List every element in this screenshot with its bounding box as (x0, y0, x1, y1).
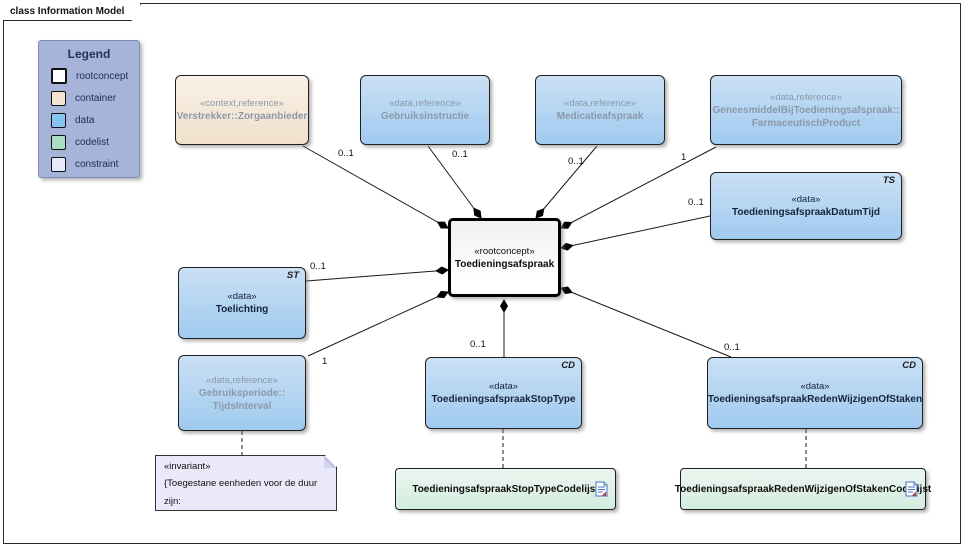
data-swatch (51, 113, 66, 128)
connector-farmaceutischproduct[interactable] (560, 146, 717, 229)
node-toedieningsafspraak-stoptype[interactable]: CD «data» ToedieningsafspraakStopType (425, 357, 582, 429)
node-name: ToedieningsafspraakRedenWijzigenOfStaken (707, 394, 923, 405)
node-name: Gebruiksinstructie (380, 111, 470, 122)
legend-item-rootconcept: rootconcept (51, 68, 139, 84)
multiplicity-farmaceutischproduct: 1 (681, 152, 687, 163)
node-gebruiksinstructie[interactable]: «data,reference» Gebruiksinstructie (360, 75, 490, 145)
connector-toelichting[interactable] (305, 266, 449, 282)
connector-verstrekker[interactable] (302, 145, 449, 229)
legend-item-constraint: constraint (51, 157, 139, 172)
stereotype-label: «data,reference» (770, 91, 842, 103)
rootconcept-swatch (51, 68, 67, 84)
connector-gebruiksperiode[interactable] (307, 290, 449, 357)
legend-item-label: constraint (75, 159, 119, 170)
node-name: ToedieningsafspraakDatumTijd (732, 207, 880, 218)
node-name: Toedieningsafspraak (454, 258, 555, 270)
multiplicity-verstrekker: 0..1 (338, 148, 354, 159)
connector-gebruiksinstructie[interactable] (427, 145, 482, 219)
node-verstrekker-zorgaanbieder[interactable]: «context,reference» Verstrekker::Zorgaan… (175, 75, 309, 145)
stereotype-label: «invariant» (164, 461, 211, 472)
multiplicity-stoptype: 0..1 (470, 339, 486, 350)
connector-redenwijzigen[interactable] (560, 286, 732, 358)
legend-title: Legend (67, 47, 111, 61)
node-medicatieafspraak[interactable]: «data,reference» Medicatieafspraak (535, 75, 665, 145)
multiplicity-toelichting: 0..1 (310, 261, 326, 272)
multiplicity-medicatieafspraak: 0..1 (568, 156, 584, 167)
stereotype-label: «context,reference» (200, 98, 284, 109)
node-toelichting[interactable]: ST «data» Toelichting (178, 267, 306, 339)
node-name: ToedieningsafspraakStopType (431, 394, 576, 405)
datatype-marker: CD (902, 360, 916, 371)
node-name: ToedieningsafspraakStopTypeCodelijst (412, 483, 599, 495)
multiplicity-gebruiksinstructie: 0..1 (452, 149, 468, 160)
diagram-frame-tab: class Information Model (3, 3, 141, 21)
datatype-marker: ST (286, 270, 299, 281)
stereotype-label: «rootconcept» (474, 245, 535, 257)
node-redenwijzigenofstaken-codelijst[interactable]: ToedieningsafspraakRedenWijzigenOfStaken… (675, 468, 931, 510)
codelist-document-icon (595, 481, 608, 497)
stereotype-label: «data,reference» (389, 98, 461, 109)
invariant-note[interactable]: «invariant» {Toegestane eenheden voor de… (155, 455, 337, 511)
multiplicity-datumtijd: 0..1 (688, 197, 704, 208)
legend-item-codelist: codelist (51, 135, 139, 150)
stereotype-label: «data» (800, 381, 830, 392)
stereotype-label: «data,reference» (564, 98, 636, 109)
multiplicity-gebruiksperiode: 1 (322, 356, 328, 367)
node-gebruiksperiode-tijdsinterval[interactable]: «data,reference» Gebruiksperiode:: Tijds… (178, 355, 306, 431)
stereotype-label: «data» (227, 291, 257, 302)
datatype-marker: CD (561, 360, 575, 371)
legend-item-data: data (51, 113, 139, 128)
node-name: Verstrekker::Zorgaanbieder (176, 111, 308, 122)
node-toedieningsafspraak-redenwijzigenofstaken[interactable]: CD «data» ToedieningsafspraakRedenWijzig… (707, 357, 923, 429)
stereotype-label: «data» (488, 381, 519, 392)
node-name: ToedieningsafspraakRedenWijzigenOfStaken… (674, 483, 932, 495)
node-stoptype-codelijst[interactable]: ToedieningsafspraakStopTypeCodelijst (395, 468, 616, 510)
node-toedieningsafspraak-root[interactable]: «rootconcept» Toedieningsafspraak (448, 218, 561, 297)
node-name: Gebruiksperiode:: TijdsInterval (198, 387, 286, 412)
legend-item-label: container (75, 93, 117, 104)
stereotype-label: «data» (791, 194, 821, 205)
connector-datumtijd[interactable] (560, 215, 711, 251)
legend-item-label: codelist (75, 137, 109, 148)
constraint-swatch (51, 157, 66, 172)
legend-item-label: data (75, 115, 95, 126)
node-name: Toelichting (215, 304, 269, 315)
multiplicity-redenwijzigen: 0..1 (724, 342, 740, 353)
codelist-document-icon (905, 481, 918, 497)
container-swatch (51, 91, 66, 106)
datatype-marker: TS (882, 175, 895, 186)
node-name: GeneesmiddelBijToedieningsafspraak:: Far… (712, 104, 900, 129)
node-farmaceutischproduct[interactable]: «data,reference» GeneesmiddelBijToedieni… (710, 75, 902, 145)
stereotype-label: «data,reference» (206, 374, 278, 386)
codelist-swatch (51, 135, 66, 150)
legend[interactable]: Legend rootconcept container data codeli… (38, 40, 140, 178)
node-toedieningsafspraak-datumtijd[interactable]: TS «data» ToedieningsafspraakDatumTijd (710, 172, 902, 240)
node-name: Medicatieafspraak (556, 111, 644, 122)
legend-item-container: container (51, 91, 139, 106)
legend-item-label: rootconcept (76, 70, 129, 82)
connector-medicatieafspraak[interactable] (535, 145, 598, 219)
